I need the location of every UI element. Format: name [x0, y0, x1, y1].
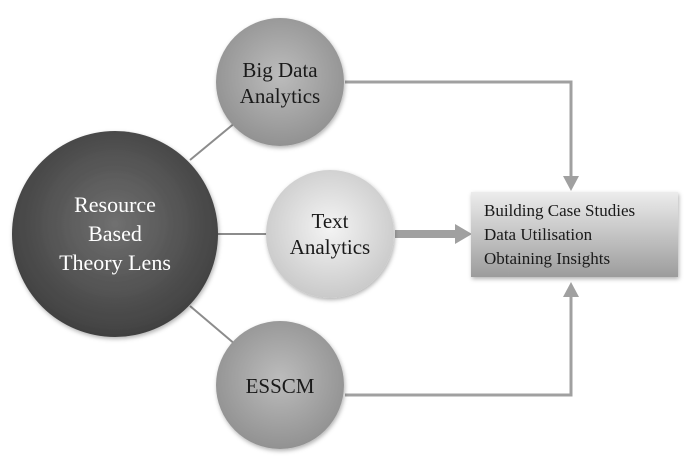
root-label-line-3: Theory Lens [59, 250, 171, 275]
connector-root-bigdata [189, 121, 237, 161]
arrow-text-to-result-shaft [395, 230, 457, 238]
esscm-label-line-1: ESSCM [245, 374, 315, 398]
result-line-2: Data Utilisation [484, 225, 593, 244]
esscm-node-circle [216, 321, 344, 449]
arrow-head-bigdata [563, 176, 579, 191]
root-label-line-2: Based [88, 221, 142, 246]
text-label-line-1: Text [311, 209, 349, 233]
result-line-1: Building Case Studies [484, 201, 636, 220]
root-node-label: Resource Based Theory Lens [30, 190, 200, 277]
connector-root-esscm [189, 305, 237, 346]
bigdata-node-label: Big Data Analytics [216, 57, 344, 109]
text-label-line-2: Analytics [289, 235, 371, 259]
root-label-line-1: Resource [74, 192, 156, 217]
arrow-esscm-to-result [345, 295, 573, 397]
text-node-label: Text Analytics [266, 208, 394, 260]
arrow-head-text [455, 224, 472, 244]
bigdata-label-line-2: Analytics [239, 84, 321, 108]
arrow-bigdata-to-result [345, 80, 573, 178]
result-box [471, 192, 678, 277]
arrow-head-esscm [563, 282, 579, 297]
esscm-node-label: ESSCM [216, 373, 344, 399]
text-node-circle [266, 170, 394, 298]
root-node-circle [12, 131, 218, 337]
result-box-text: Building Case Studies Data Utilisation O… [484, 199, 684, 271]
result-line-3: Obtaining Insights [484, 249, 611, 268]
bigdata-label-line-1: Big Data [242, 58, 318, 82]
bigdata-node-circle [216, 18, 344, 146]
